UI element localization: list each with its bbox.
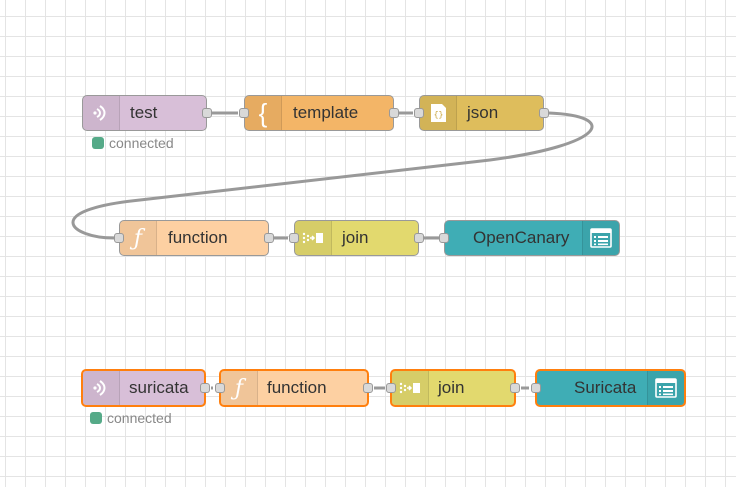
input-port[interactable] <box>414 108 424 118</box>
curly-brace-icon: { <box>245 96 282 130</box>
output-port[interactable] <box>200 383 210 393</box>
node-label: Suricata <box>574 378 637 397</box>
node-label: json <box>467 103 499 122</box>
mqtt-in-node-test[interactable]: test <box>82 95 212 131</box>
join-node[interactable]: join <box>289 220 424 256</box>
input-port[interactable] <box>439 233 449 243</box>
function-node-2[interactable]: ƒ function <box>215 369 373 407</box>
input-port[interactable] <box>289 233 299 243</box>
status-text: connected <box>107 410 172 426</box>
output-port[interactable] <box>264 233 274 243</box>
mqtt-wave-icon <box>83 371 120 405</box>
debug-node-suricata[interactable]: Suricata <box>531 369 686 407</box>
node-label: function <box>267 378 327 397</box>
output-port[interactable] <box>363 383 373 393</box>
node-label: OpenCanary <box>473 228 570 247</box>
mqtt-in-node-suricata[interactable]: suricata <box>81 369 210 407</box>
output-port[interactable] <box>414 233 424 243</box>
output-port[interactable] <box>389 108 399 118</box>
function-icon: ƒ <box>120 221 157 255</box>
join-node-2[interactable]: join <box>386 369 520 407</box>
node-status: connected <box>90 410 172 426</box>
debug-list-icon[interactable] <box>582 221 619 255</box>
node-label: template <box>293 103 359 122</box>
wire-json-function[interactable] <box>71 111 594 240</box>
svg-text:{}: {} <box>434 111 444 120</box>
input-port[interactable] <box>386 383 396 393</box>
node-label: join <box>342 228 369 247</box>
mqtt-wave-icon <box>83 96 120 130</box>
debug-list-icon[interactable] <box>647 371 684 405</box>
function-node[interactable]: ƒ function <box>114 220 274 256</box>
template-node[interactable]: { template <box>239 95 399 131</box>
status-text: connected <box>109 135 174 151</box>
node-label: function <box>168 228 228 247</box>
input-port[interactable] <box>239 108 249 118</box>
node-label: suricata <box>129 378 189 397</box>
debug-node-opencanary[interactable]: OpenCanary <box>439 220 620 256</box>
join-icon <box>392 371 429 405</box>
output-port[interactable] <box>202 108 212 118</box>
output-port[interactable] <box>510 383 520 393</box>
status-connected-icon <box>90 412 102 424</box>
json-node[interactable]: {} json <box>414 95 549 131</box>
status-connected-icon <box>92 137 104 149</box>
function-icon: ƒ <box>221 371 258 405</box>
json-file-icon: {} <box>420 96 457 130</box>
output-port[interactable] <box>539 108 549 118</box>
node-status: connected <box>92 135 174 151</box>
input-port[interactable] <box>531 383 541 393</box>
input-port[interactable] <box>215 383 225 393</box>
node-label: test <box>130 103 158 122</box>
input-port[interactable] <box>114 233 124 243</box>
join-icon <box>295 221 332 255</box>
node-label: join <box>438 378 465 397</box>
